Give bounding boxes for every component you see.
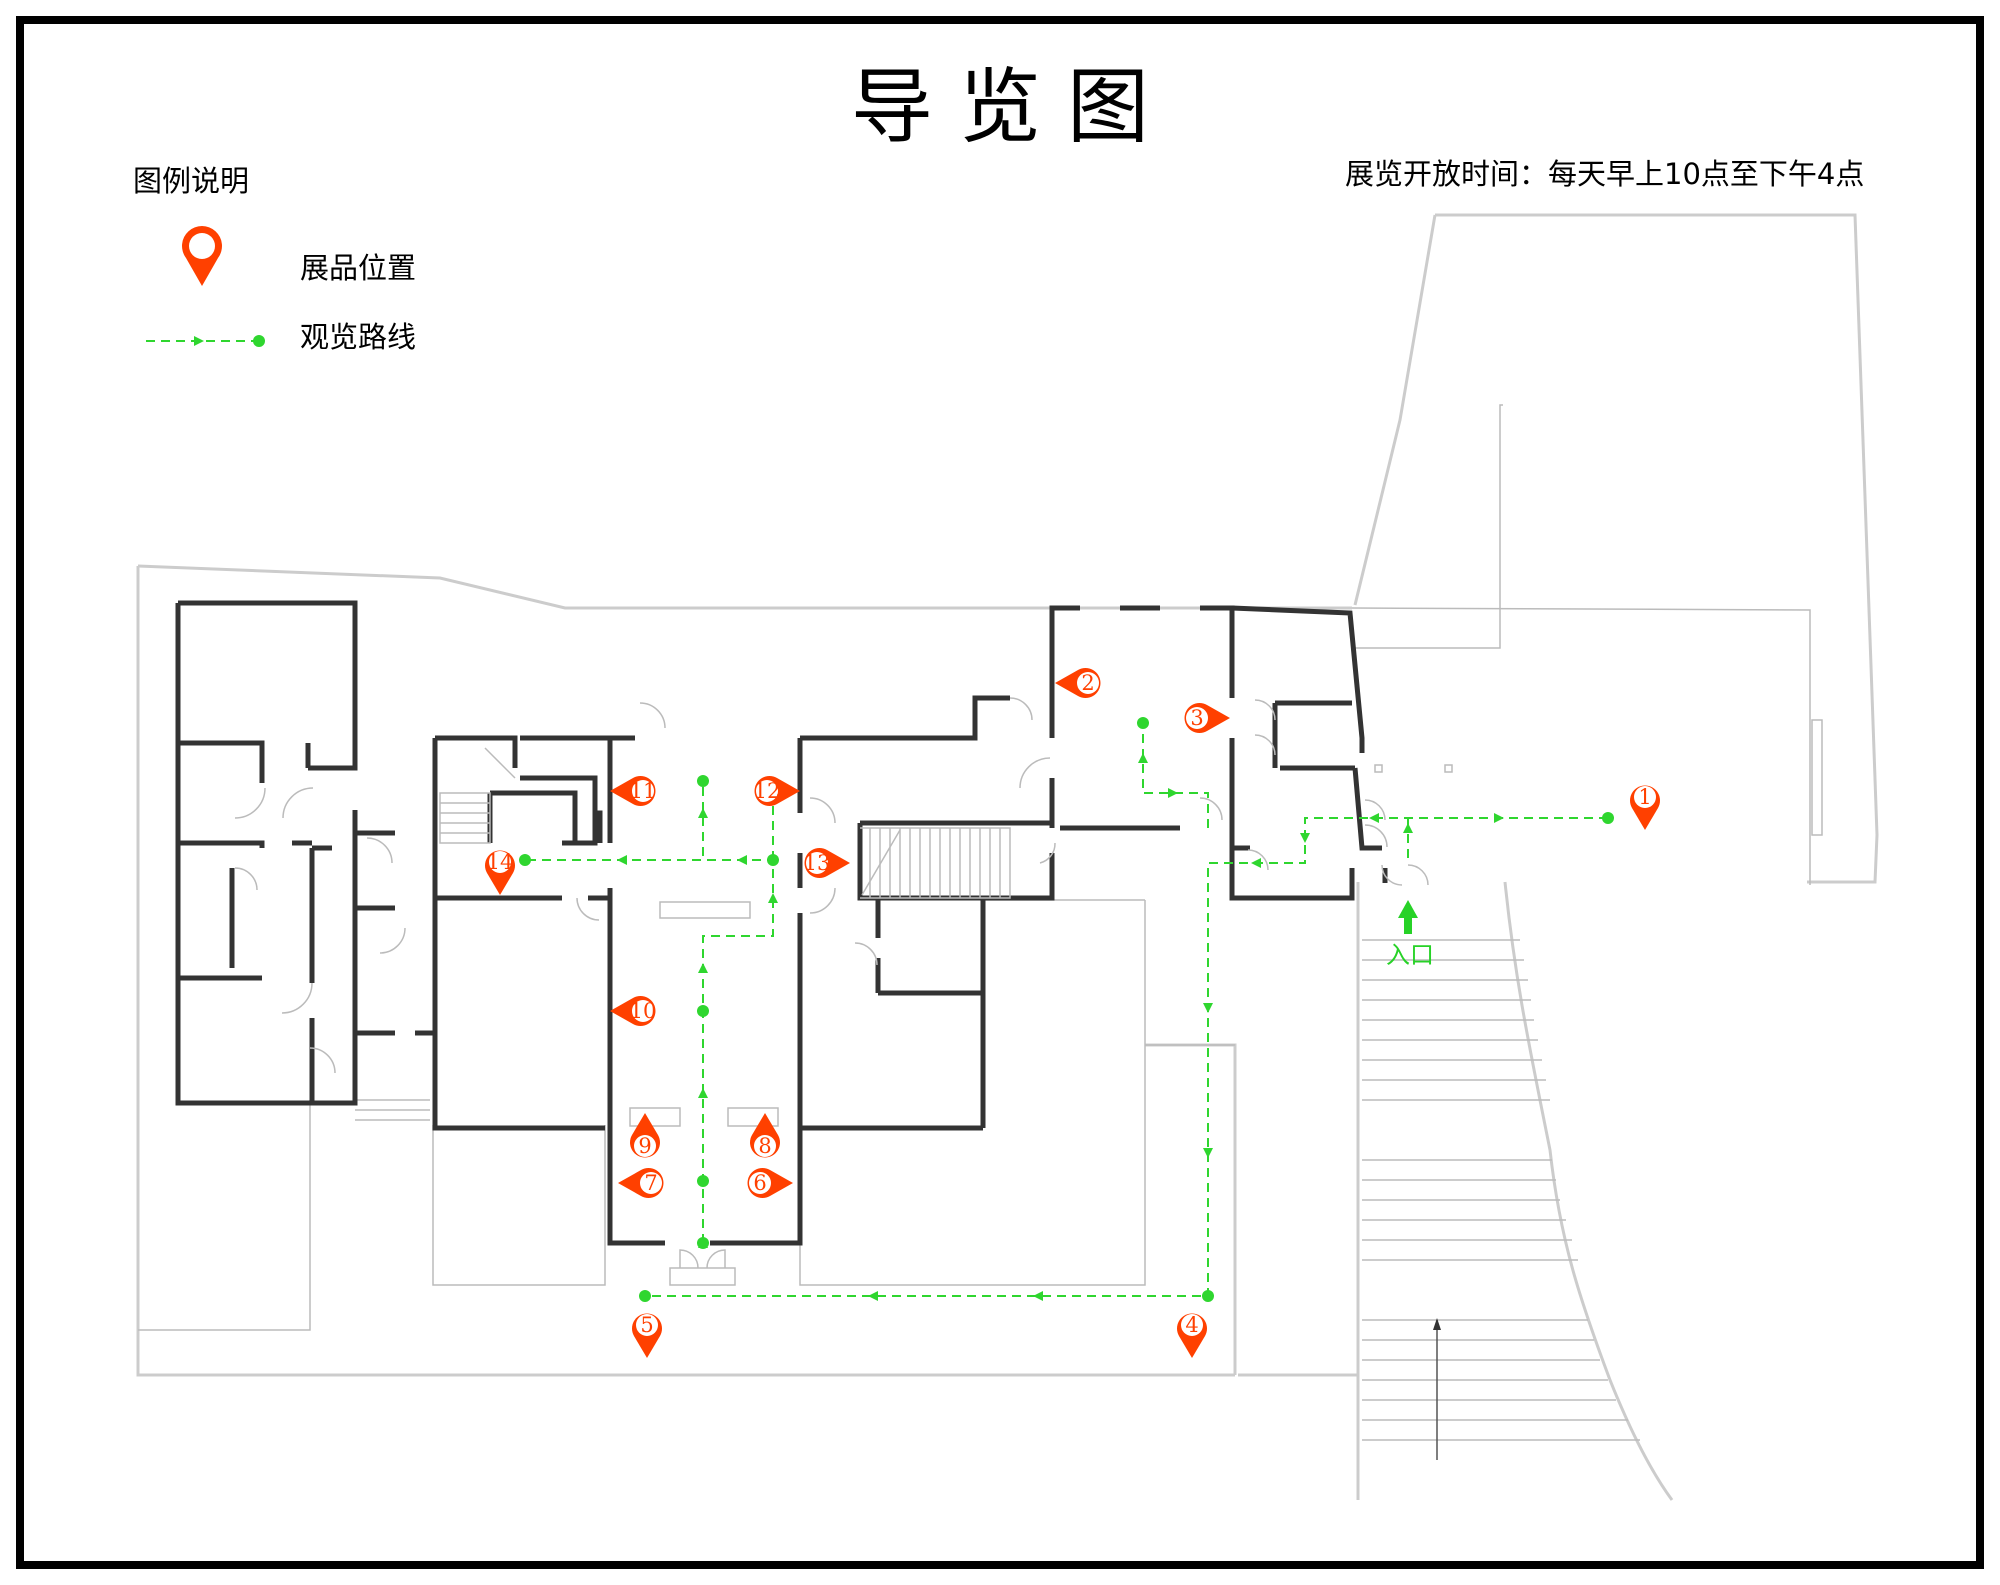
exhibit-marker[interactable]: 3 <box>1184 703 1230 734</box>
exhibit-marker[interactable]: 13 <box>804 848 850 878</box>
exhibit-location-marker-icon <box>182 226 222 286</box>
doors <box>234 697 1453 1286</box>
exhibit-marker[interactable]: 4 <box>1177 1313 1208 1358</box>
exhibit-number: 7 <box>644 1171 657 1195</box>
exhibit-marker[interactable]: 1 <box>1630 785 1660 830</box>
exhibit-number: 10 <box>630 999 657 1023</box>
exhibit-number: 2 <box>1081 671 1094 695</box>
site-outline <box>136 213 1879 1500</box>
exhibit-number: 12 <box>754 779 781 803</box>
exhibit-number: 6 <box>753 1171 766 1195</box>
exhibit-number: 8 <box>758 1134 771 1158</box>
building-walls <box>175 600 1388 1246</box>
exhibit-marker[interactable]: 14 <box>485 850 515 895</box>
exhibit-marker[interactable]: 5 <box>632 1313 663 1358</box>
exhibit-number: 11 <box>630 779 657 803</box>
exhibit-marker[interactable]: 2 <box>1055 668 1101 699</box>
exhibit-number: 13 <box>804 851 831 875</box>
tour-route <box>519 717 1614 1302</box>
exhibit-marker[interactable]: 10 <box>610 996 657 1027</box>
map-title: 导 览 图 <box>851 60 1149 155</box>
exhibit-number: 14 <box>487 850 514 874</box>
opening-hours: 展览开放时间：每天早上10点至下午4点 <box>1345 157 1864 191</box>
exhibit-marker[interactable]: 9 <box>630 1113 660 1158</box>
exhibit-marker[interactable]: 8 <box>749 1113 780 1158</box>
exhibit-number: 5 <box>640 1313 653 1337</box>
map-frame <box>16 16 1984 1569</box>
exhibit-marker[interactable]: 12 <box>754 776 800 806</box>
entrance-arrow-icon <box>1398 900 1418 934</box>
exhibit-number: 4 <box>1185 1313 1198 1337</box>
legend-exhibit-label: 展品位置 <box>300 251 416 285</box>
exhibit-number: 1 <box>1638 785 1651 809</box>
exterior-stairs <box>1356 719 1823 1501</box>
legend-route-label: 观览路线 <box>300 320 416 354</box>
exhibit-marker[interactable]: 11 <box>610 776 656 806</box>
exhibit-number: 9 <box>638 1134 651 1158</box>
exhibit-marker[interactable]: 6 <box>747 1168 793 1199</box>
legend-heading: 图例说明 <box>133 164 249 198</box>
exhibit-marker[interactable]: 7 <box>618 1168 664 1199</box>
tour-route-line-icon <box>146 335 265 347</box>
exhibit-number: 3 <box>1190 706 1203 730</box>
interior-stairs <box>439 747 1011 1127</box>
entrance-label: 入口 <box>1386 941 1434 969</box>
